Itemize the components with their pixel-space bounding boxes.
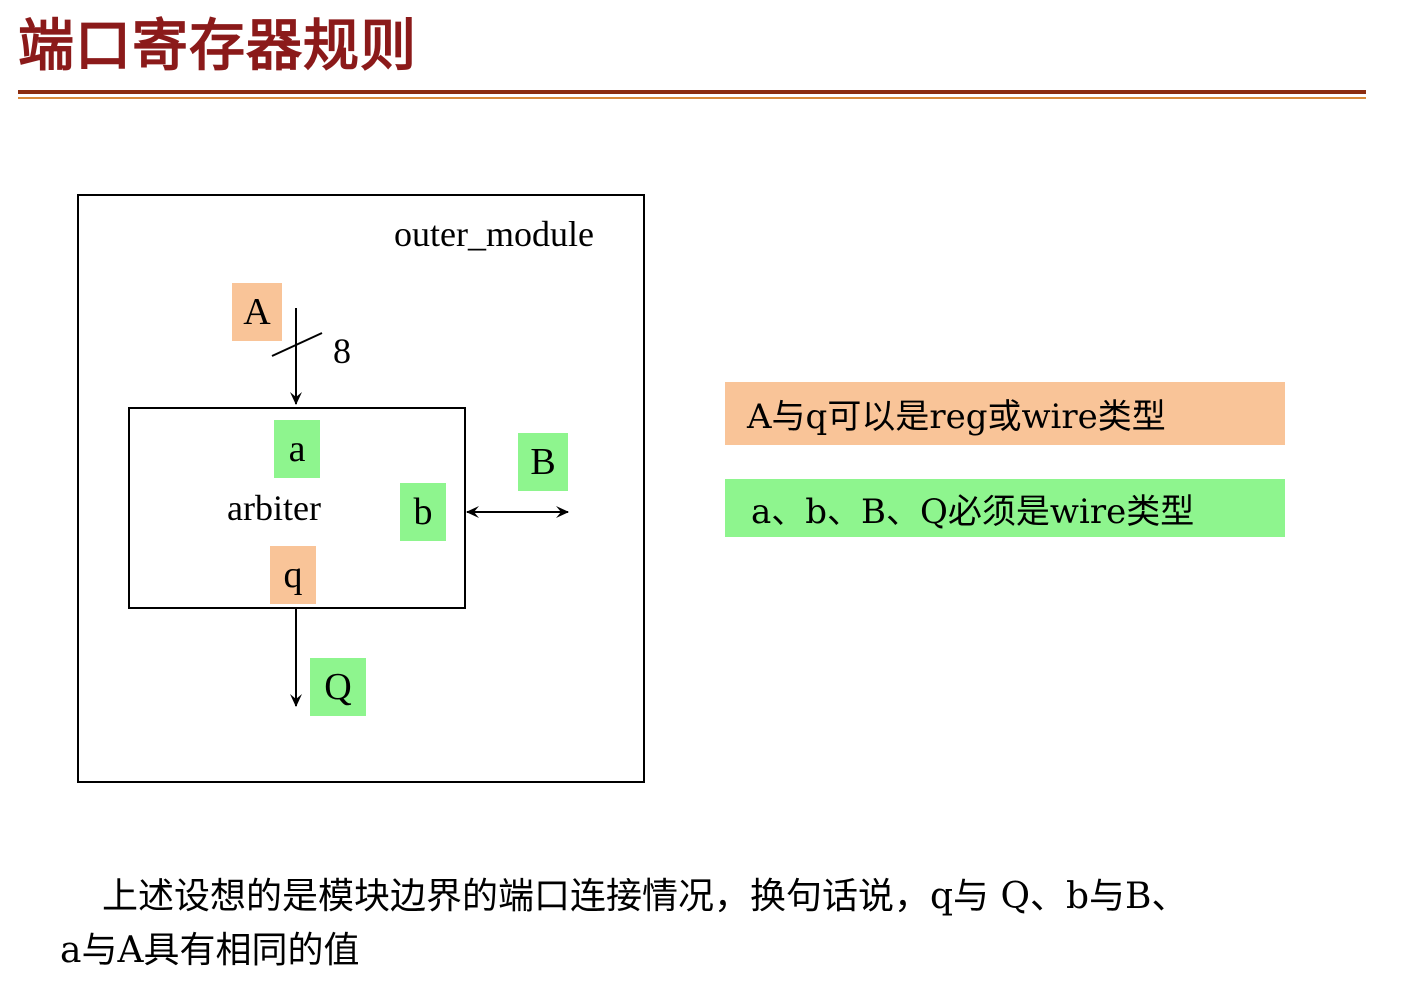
title-divider-thin [18, 97, 1366, 99]
bus-width-label: 8 [333, 331, 351, 371]
port-q-tag: q [270, 546, 316, 604]
port-A-tag: A [232, 283, 282, 341]
note-must-wire: a、b、B、Q必须是wire类型 [725, 479, 1285, 537]
note-reg-or-wire: A与q可以是reg或wire类型 [725, 382, 1285, 445]
page-title: 端口寄存器规则 [18, 13, 417, 79]
port-B-tag: B [518, 433, 568, 491]
arbiter-box [128, 407, 466, 609]
port-b-tag: b [400, 483, 446, 541]
bus-slash [271, 332, 323, 357]
outer-module-box [77, 194, 645, 783]
port-Q-tag: Q [310, 658, 366, 716]
port-a-tag: a [274, 420, 320, 478]
caption-line-2: a与A具有相同的值 [60, 930, 360, 971]
arbiter-label: arbiter [227, 488, 321, 528]
title-divider-thick [18, 90, 1366, 94]
caption: 上述设想的是模块边界的端口连接情况，换句话说，q与 Q、b与B、 a与A具有相同… [60, 870, 1380, 978]
caption-line-1: 上述设想的是模块边界的端口连接情况，换句话说，q与 Q、b与B、 [102, 876, 1188, 917]
outer-module-label: outer_module [394, 214, 594, 254]
